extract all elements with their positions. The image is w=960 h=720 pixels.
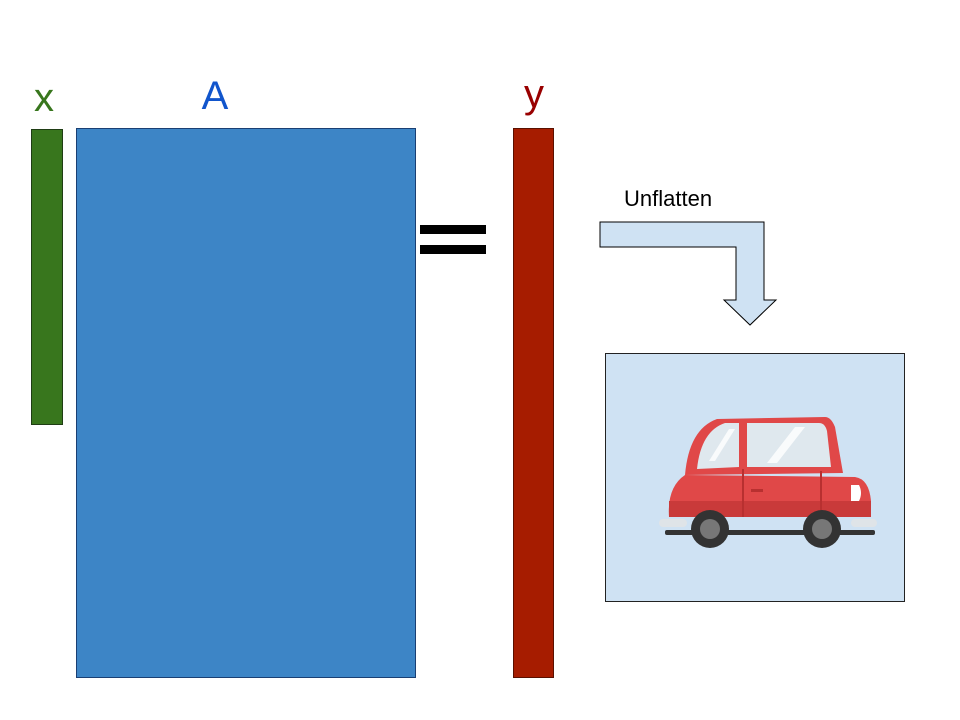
equals-icon [420, 225, 486, 254]
vector-x-bar [31, 129, 63, 425]
matrix-a-label: A [201, 74, 229, 118]
car-icon [659, 417, 877, 548]
down-arrow-icon [599, 221, 778, 326]
vector-y-bar [513, 128, 554, 678]
vector-y-label: y [524, 72, 544, 116]
matrix-a-block [76, 128, 416, 678]
unflatten-label: Unflatten [624, 186, 713, 211]
vector-x-label: x [34, 76, 54, 120]
